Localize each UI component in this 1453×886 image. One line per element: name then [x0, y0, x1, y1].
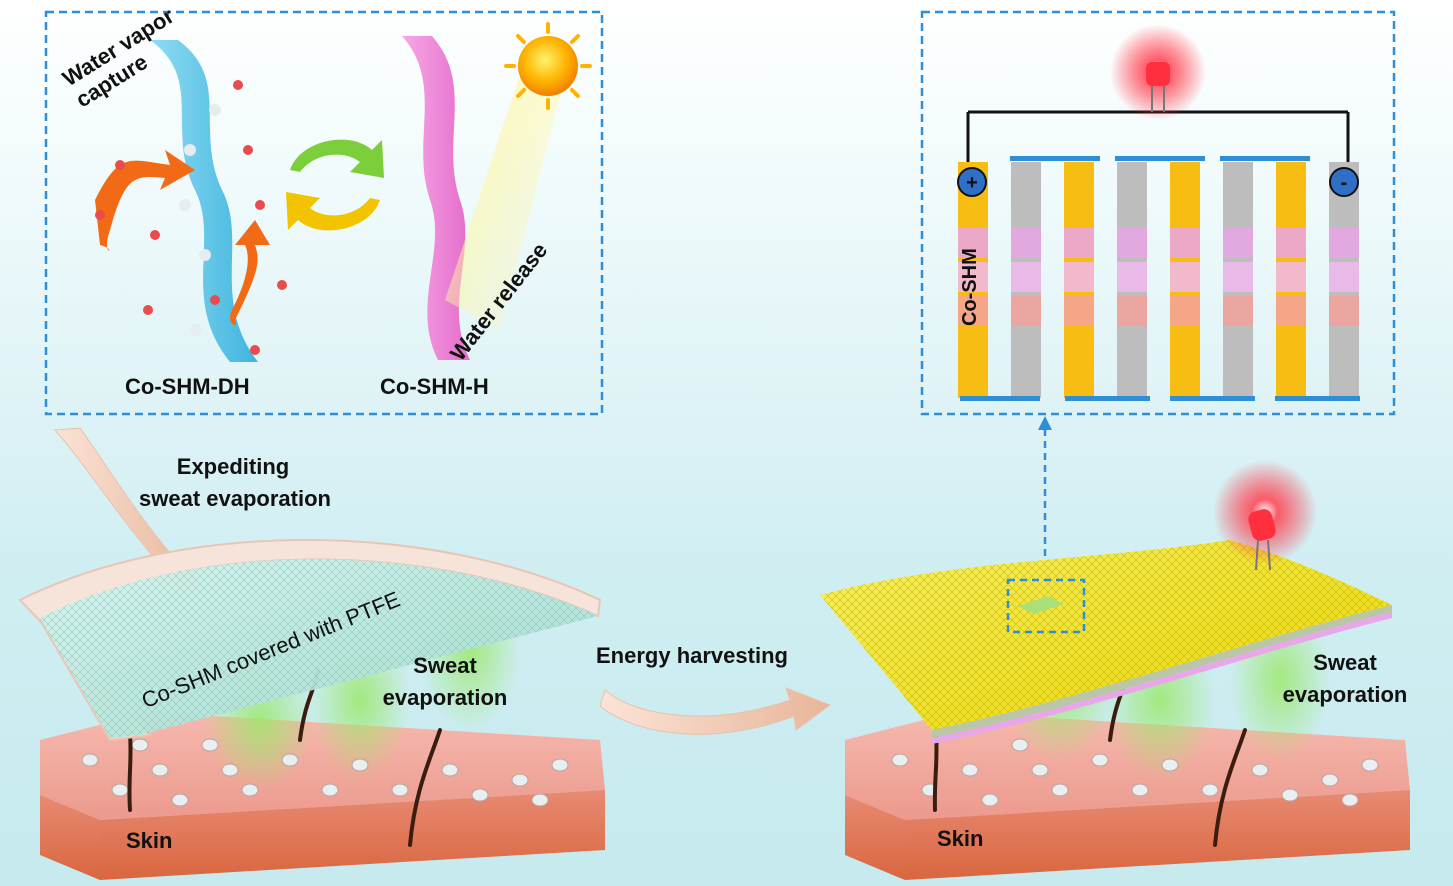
sweat-droplet [1361, 758, 1379, 772]
bottom-electrode [1065, 396, 1150, 401]
minus-terminal-icon: - [1329, 167, 1359, 197]
textile-led-icon [1213, 460, 1317, 571]
right-inset-dashed-box [920, 10, 1396, 416]
evaporation-left-label: evaporation [382, 685, 508, 710]
water-molecule-icon [95, 80, 287, 355]
stripe-band [1064, 228, 1094, 258]
sweat-droplet [441, 763, 459, 777]
top-electrode [1115, 156, 1205, 161]
stripe-band [1170, 262, 1200, 292]
stripe-band [1170, 228, 1200, 258]
top-electrode [1220, 156, 1310, 161]
blue-membrane [150, 40, 258, 362]
sweat-droplet [221, 763, 239, 777]
stripe-band [1117, 296, 1147, 326]
co-shm-ptfe-textile [18, 539, 602, 742]
sweat-droplet [1051, 783, 1069, 797]
sweat-droplet [891, 753, 909, 767]
sweat-droplet [1031, 763, 1049, 777]
stripe-band [1276, 262, 1306, 292]
co-shm-yellow-textile [820, 540, 1392, 744]
sweat-droplet [961, 763, 979, 777]
sweat-droplet [241, 783, 259, 797]
stripe-band [1011, 228, 1041, 258]
stripe-band [958, 296, 988, 326]
skin-right-label: Skin [937, 826, 984, 851]
sweat-droplet [1281, 788, 1299, 802]
sweat-droplet [81, 753, 99, 767]
energy-harvesting-label: Energy harvesting [596, 643, 788, 668]
left-inset-dashed-box [44, 10, 604, 416]
zoom-region-box [1006, 578, 1086, 634]
sweat-left-label: Sweat [413, 653, 477, 678]
energy-harvesting-arrow [599, 687, 832, 735]
stripe-band [1064, 296, 1094, 326]
sweat-droplet [351, 758, 369, 772]
stripe-band [1276, 228, 1306, 258]
svg-text:-: - [1341, 172, 1348, 194]
skin-left-label: Skin [126, 828, 173, 853]
sweat-droplet [1011, 738, 1029, 752]
svg-text:+: + [966, 172, 978, 194]
cycle-arrows-icon [286, 139, 384, 231]
sun-icon [504, 22, 592, 110]
co-shm-dh-label: Co-SHM-DH [125, 374, 250, 399]
stripe-band [1223, 228, 1253, 258]
sweat-droplet [1091, 753, 1109, 767]
stripe-band [1011, 296, 1041, 326]
stripe-band [958, 262, 988, 292]
co-shm-h-label: Co-SHM-H [380, 374, 489, 399]
stripe-band [1329, 296, 1359, 326]
top-electrode [1010, 156, 1100, 161]
sweat-droplet [471, 788, 489, 802]
sun-beam [445, 75, 560, 330]
led-circuit [958, 24, 1360, 401]
stripe-band [958, 228, 988, 258]
sweat-droplet [1341, 793, 1359, 807]
bottom-electrode [960, 396, 1040, 401]
sweat-droplet [131, 738, 149, 752]
sweat-droplet [1201, 783, 1219, 797]
sweat-droplet [281, 753, 299, 767]
stripe-band [1117, 262, 1147, 292]
sweat-droplets [81, 738, 1379, 807]
sweat-droplet [551, 758, 569, 772]
left-skin-block [40, 712, 605, 880]
sweat-droplet [1321, 773, 1339, 787]
expediting-label: Expediting [176, 454, 290, 479]
plus-terminal-icon: + [957, 167, 987, 197]
sweat-droplet [321, 783, 339, 797]
sweat-droplet [511, 773, 529, 787]
sweat-evaporation-expedite-label: sweat evaporation [139, 486, 331, 511]
stripe-band [1223, 262, 1253, 292]
bottom-electrode [1275, 396, 1360, 401]
stripe-band [1276, 296, 1306, 326]
sweat-right-label: Sweat [1313, 650, 1377, 675]
sweat-droplet [171, 793, 189, 807]
stripe-band [1064, 262, 1094, 292]
stripe-band [1223, 296, 1253, 326]
stripe-band [1117, 228, 1147, 258]
sweat-droplet [981, 793, 999, 807]
sweat-droplet [201, 738, 219, 752]
stripe-band [1170, 296, 1200, 326]
sweat-droplet [111, 783, 129, 797]
pink-membrane [402, 36, 470, 360]
bottom-electrode [1170, 396, 1255, 401]
sweat-droplet [151, 763, 169, 777]
co-shm-vertical-label: Co-SHM [959, 248, 981, 326]
sweat-droplet [531, 793, 549, 807]
sweat-droplet [1161, 758, 1179, 772]
sweat-droplet [1131, 783, 1149, 797]
sweat-droplet [1251, 763, 1269, 777]
stripe-band [1011, 262, 1041, 292]
evaporation-right-label: evaporation [1282, 682, 1408, 707]
stripe-band [1329, 262, 1359, 292]
sweat-droplet [391, 783, 409, 797]
orange-swirl-arrow-icon [95, 150, 270, 326]
stripe-band [1329, 228, 1359, 258]
